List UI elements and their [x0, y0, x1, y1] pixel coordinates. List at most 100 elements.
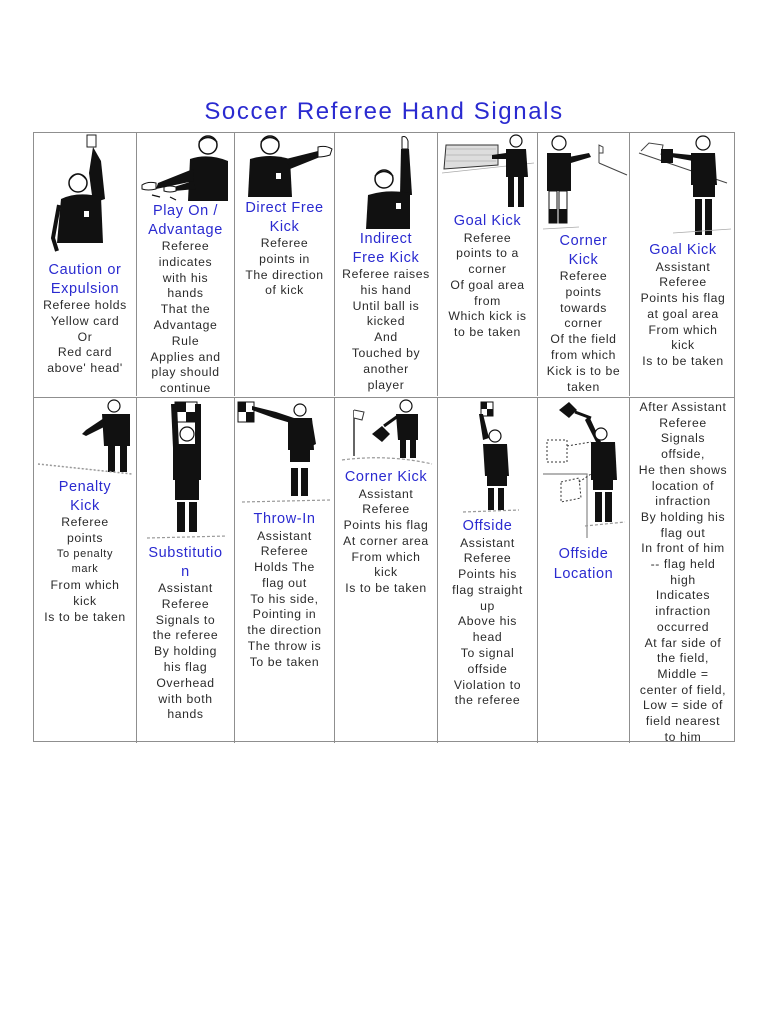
- signal-description: Assistant Referee Signals to the referee…: [137, 581, 234, 723]
- heading-line: Play On /: [152, 203, 219, 219]
- description-line: Referee: [463, 230, 512, 245]
- description-line: Assistant: [257, 528, 312, 543]
- heading-line: Throw-In: [253, 511, 316, 527]
- signal-cell-offside-location-description: After Assistant Referee Signals offside,…: [629, 398, 736, 743]
- description-line: He then shows: [638, 462, 728, 477]
- signal-cell-penalty-kick: Penalty Kick Referee points To penalty m…: [34, 398, 136, 743]
- description-line: from: [474, 293, 501, 308]
- description-line: At corner area: [343, 533, 429, 548]
- description-line: at goal area: [647, 306, 719, 321]
- description-line: field nearest: [645, 714, 721, 729]
- heading-line: Offside: [558, 546, 609, 562]
- description-line: flag out: [262, 575, 307, 590]
- signal-cell-corner-kick-assistant: Corner Kick Assistant Referee Points his…: [334, 398, 437, 743]
- description-line: taken: [567, 379, 600, 394]
- signal-description: After Assistant Referee Signals offside,…: [630, 400, 736, 743]
- heading-line: Location: [553, 566, 614, 582]
- heading-line: Corner Kick: [344, 469, 428, 485]
- description-line: Referee: [161, 596, 210, 611]
- signal-description: Referee holds Yellow card Or Red card ab…: [34, 298, 136, 377]
- heading-line: Expulsion: [50, 280, 120, 297]
- description-line: Referee: [161, 239, 210, 253]
- signal-description: Referee points To penalty mark From whic…: [34, 515, 136, 626]
- heading-line: Caution or: [48, 262, 122, 278]
- description-line: After Assistant: [639, 400, 727, 414]
- description-line: From which: [648, 322, 718, 337]
- description-line: Applies and: [150, 349, 221, 364]
- description-line: Points his flag: [640, 291, 726, 306]
- description-line: To signal: [460, 646, 515, 661]
- description-line: hands: [167, 286, 204, 301]
- description-line: From which: [351, 549, 421, 564]
- description-line: player: [367, 377, 405, 392]
- assistant-flag-up-icon: [462, 401, 519, 513]
- description-line: And: [374, 330, 398, 345]
- heading-line: Kick: [70, 497, 100, 514]
- description-line: Points his flag: [343, 518, 429, 533]
- description-line: with both: [158, 691, 213, 706]
- signal-heading: Indirect Free Kick: [335, 230, 437, 267]
- heading-line: Corner: [559, 233, 608, 249]
- description-line: high: [670, 572, 696, 587]
- description-line: Yellow card: [50, 313, 120, 328]
- assistant-flag-corner-icon: [341, 399, 433, 465]
- description-line: Referee: [463, 551, 512, 566]
- assistant-flag-goal-area-icon: [638, 135, 732, 235]
- heading-line: Offside: [462, 518, 513, 534]
- heading-line: Advantage: [148, 221, 223, 238]
- description-line: head: [472, 630, 503, 645]
- description-line: Touched by: [351, 345, 421, 360]
- signal-cell-corner-kick-referee: Corner Kick Referee points towards corne…: [537, 133, 629, 396]
- description-line: Above his: [458, 614, 517, 629]
- referee-both-arms-forward-icon: [141, 135, 228, 201]
- description-line: Referee raises: [342, 267, 430, 281]
- description-line: offside,: [661, 447, 705, 462]
- page-title: Soccer Referee Hand Signals: [204, 98, 564, 125]
- referee-card-raised-icon: [50, 134, 105, 252]
- description-line: Rule: [171, 333, 200, 348]
- description-line: Assistant: [358, 486, 414, 501]
- assistant-flag-positions-icon: [542, 402, 625, 538]
- description-line: the field,: [656, 651, 710, 666]
- heading-line: Penalty: [58, 479, 112, 495]
- description-line: The throw is: [247, 639, 322, 654]
- description-line: Is to be taken: [345, 581, 427, 596]
- heading-line: Substitutio: [148, 545, 223, 561]
- description-line: offside: [467, 661, 508, 676]
- description-line: kick: [73, 593, 97, 608]
- description-line: infraction: [655, 604, 711, 619]
- description-line: Referee: [362, 502, 410, 517]
- signal-heading: Throw-In: [235, 510, 334, 529]
- signal-cell-goal-kick-referee: Goal Kick Referee points to a corner Of …: [437, 133, 537, 396]
- description-line: towards: [560, 300, 607, 315]
- signal-cell-goal-kick-assistant: Goal Kick Assistant Referee Points his f…: [629, 133, 736, 396]
- description-line: Middle =: [657, 666, 709, 681]
- description-line: up: [480, 598, 495, 613]
- description-line: Assistant: [460, 535, 515, 550]
- description-line: his hand: [360, 282, 412, 297]
- signal-heading: Play On / Advantage: [137, 202, 234, 239]
- description-line: Assistant: [655, 259, 711, 274]
- signal-description: Assistant Referee Points his flag at goa…: [630, 260, 736, 371]
- heading-line: Direct Free: [245, 200, 324, 216]
- description-line: Which kick is: [448, 309, 527, 324]
- description-line: From which: [50, 578, 120, 593]
- signal-cell-play-on: Play On / Advantage Referee indicates wi…: [136, 133, 234, 396]
- signal-heading: Offside: [438, 517, 537, 536]
- signal-description: Referee raises his hand Until ball is ki…: [335, 267, 437, 393]
- description-line: indicates: [158, 254, 213, 269]
- description-line: corner: [564, 316, 603, 331]
- description-line: Holds The: [254, 560, 315, 575]
- description-line: flag straight: [452, 582, 523, 597]
- description-line: the referee: [152, 628, 219, 643]
- signal-description: Assistant Referee Points his flag straig…: [438, 536, 537, 710]
- signal-description: Referee points towards corner Of the fie…: [538, 269, 629, 395]
- description-line: Low = side of: [643, 698, 723, 713]
- signal-heading: Corner Kick: [538, 232, 629, 269]
- description-line: Violation to: [453, 677, 522, 692]
- signals-table: Caution or Expulsion Referee holds Yello…: [33, 132, 736, 743]
- signals-row-1: Caution or Expulsion Referee holds Yello…: [34, 133, 734, 396]
- referee-pointing-corner-icon: [542, 135, 627, 230]
- signal-heading: Offside Location: [538, 544, 629, 584]
- signal-description: Referee points in The direction of kick: [235, 236, 334, 299]
